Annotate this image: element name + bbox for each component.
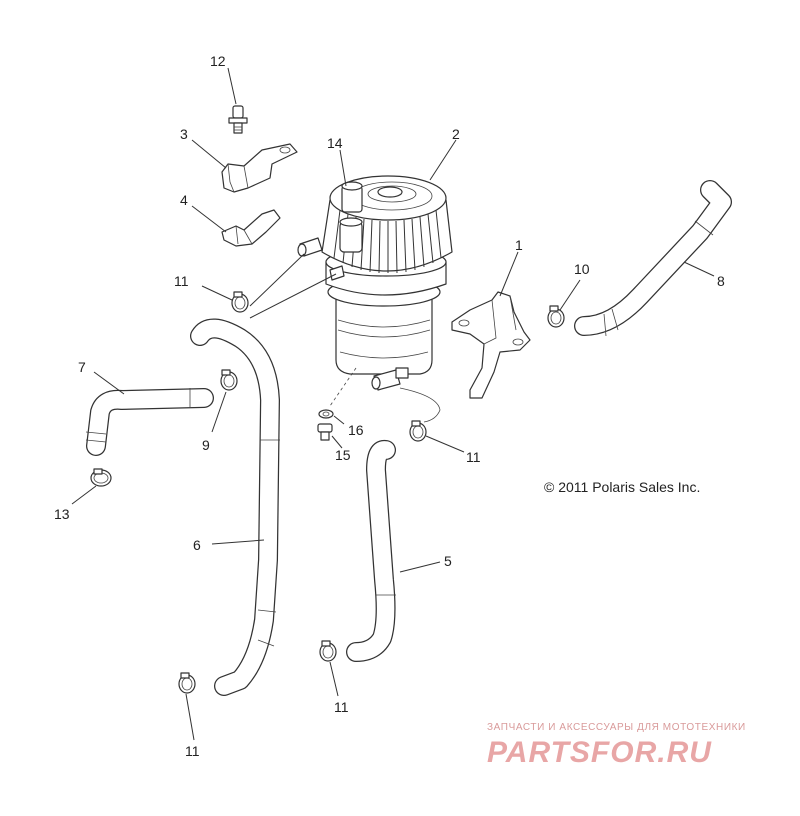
part-2-pump-assembly bbox=[297, 175, 453, 391]
part-11-clamp-a bbox=[231, 291, 249, 313]
callout-5: 5 bbox=[444, 553, 452, 569]
callout-2: 2 bbox=[452, 126, 460, 142]
callout-1: 1 bbox=[515, 237, 523, 253]
callout-16: 16 bbox=[348, 422, 364, 438]
part-11-clamp-d bbox=[178, 672, 196, 694]
part-16-o-ring bbox=[318, 409, 334, 419]
callout-14: 14 bbox=[327, 135, 343, 151]
part-10-clamp bbox=[547, 305, 565, 328]
part-3-bracket bbox=[221, 143, 298, 193]
callout-11-a: 11 bbox=[174, 273, 189, 289]
part-5-hose bbox=[346, 439, 396, 662]
leader-lines bbox=[71, 67, 715, 741]
callout-11-d: 11 bbox=[185, 743, 200, 759]
part-13-clamp bbox=[90, 468, 112, 487]
part-6-hose bbox=[190, 318, 280, 696]
callout-6: 6 bbox=[193, 537, 201, 553]
callout-7: 7 bbox=[78, 359, 86, 375]
callout-8: 8 bbox=[717, 273, 725, 289]
callout-9: 9 bbox=[202, 437, 210, 453]
part-8-hose bbox=[574, 180, 732, 337]
watermark-brand: PARTSFOR.RU bbox=[487, 736, 712, 769]
callout-12: 12 bbox=[210, 53, 226, 69]
part-12-bolt bbox=[228, 105, 248, 134]
callout-4: 4 bbox=[180, 192, 188, 208]
part-number-labels: 12 3 14 2 4 1 10 8 11 7 9 16 15 11 13 6 … bbox=[54, 53, 725, 759]
callout-15: 15 bbox=[335, 447, 351, 463]
part-1-mount-bracket bbox=[451, 291, 531, 399]
part-7-hose bbox=[85, 388, 214, 456]
watermark-tagline: ЗАПЧАСТИ И АКСЕССУАРЫ ДЛЯ МОТОТЕХНИКИ bbox=[487, 722, 746, 733]
callout-11-c: 11 bbox=[334, 699, 349, 715]
copyright-notice: © 2011 Polaris Sales Inc. bbox=[544, 479, 701, 495]
part-15-fitting bbox=[317, 423, 333, 441]
part-9-clamp bbox=[220, 369, 238, 391]
part-11-clamp-c bbox=[319, 640, 337, 662]
callout-10: 10 bbox=[574, 261, 590, 277]
callout-13: 13 bbox=[54, 506, 70, 522]
callout-11-b: 11 bbox=[466, 449, 481, 465]
part-11-clamp-b bbox=[409, 420, 427, 442]
callout-3: 3 bbox=[180, 126, 188, 142]
part-4-bracket bbox=[221, 209, 281, 247]
